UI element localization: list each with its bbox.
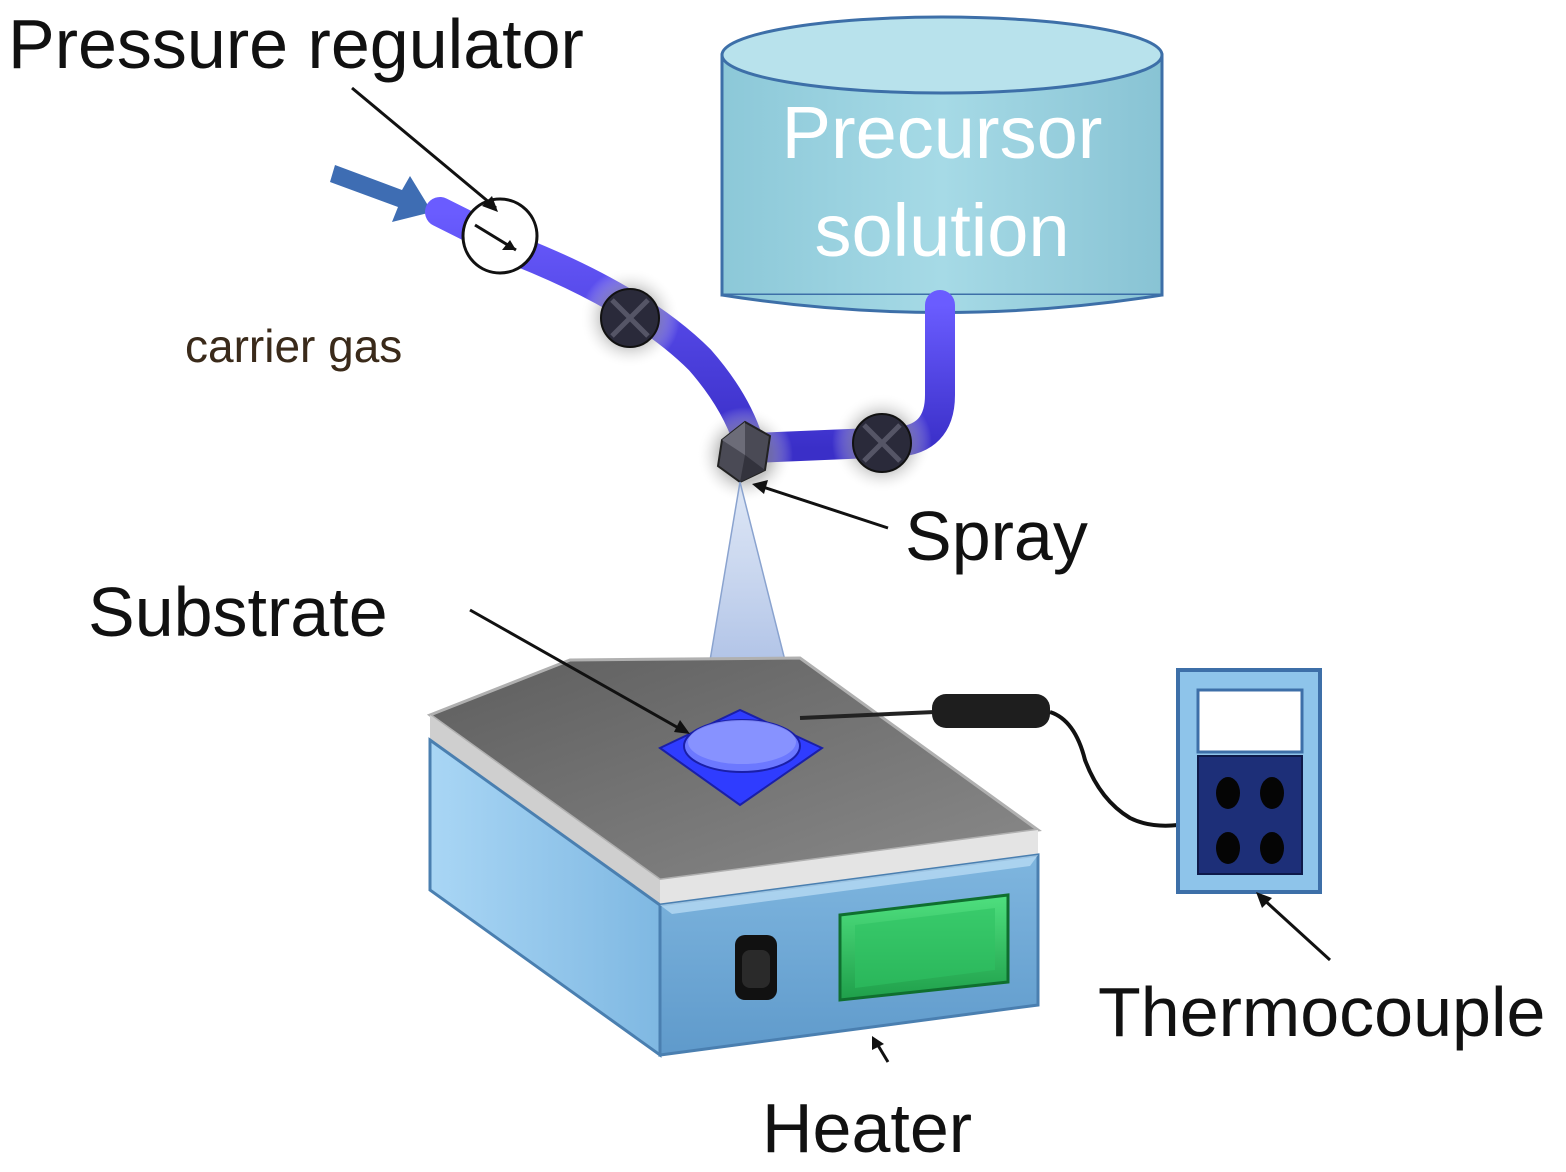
label-substrate: Substrate — [88, 573, 388, 651]
valve-icon — [832, 393, 932, 493]
tank-label-line1: Precursor — [782, 91, 1103, 174]
heater-knob-icon[interactable] — [735, 935, 777, 1000]
meter-buttons — [1216, 777, 1284, 864]
gas-pipe — [425, 197, 763, 455]
substrate — [658, 708, 825, 807]
thermocouple-meter — [1176, 668, 1322, 894]
valve-icon — [580, 268, 680, 368]
thermocouple-probe — [799, 694, 1179, 828]
spray-nozzle-icon — [697, 407, 793, 503]
precursor-tank: Precursor solution — [720, 15, 1164, 314]
carrier-gas-arrow-icon — [330, 165, 432, 222]
heater-display — [838, 893, 1010, 1002]
pressure-gauge-icon — [461, 197, 539, 275]
label-pointers — [351, 86, 1332, 1063]
label-carrier-gas: carrier gas — [185, 320, 402, 372]
tank-label-line2: solution — [814, 189, 1069, 272]
label-spray: Spray — [905, 497, 1088, 575]
label-thermocouple: Thermocouple — [1098, 973, 1545, 1051]
label-heater: Heater — [762, 1089, 972, 1167]
label-pressure-regulator: Pressure regulator — [8, 5, 584, 83]
